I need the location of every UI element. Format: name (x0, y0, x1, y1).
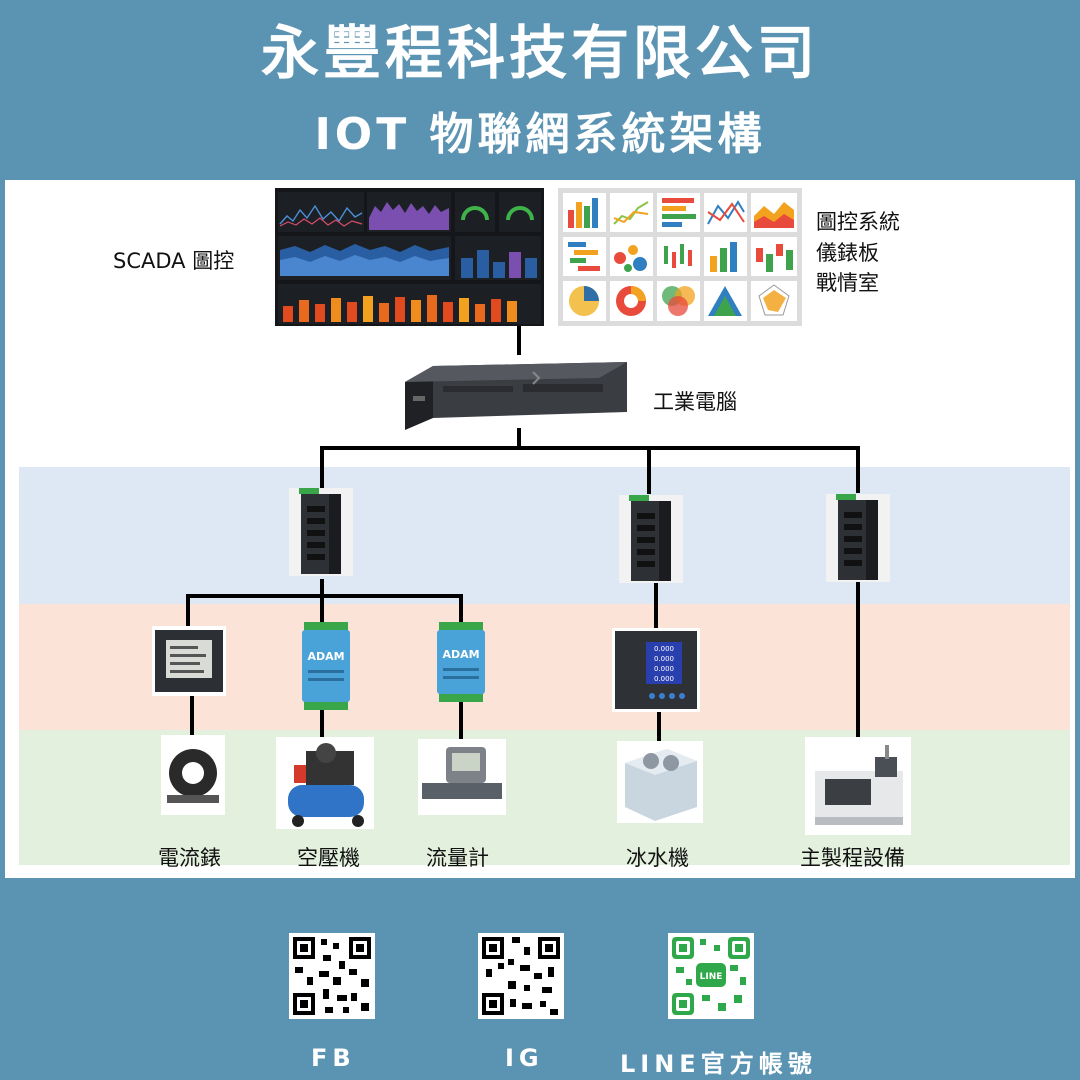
scada-dashboard-graphic (278, 192, 541, 324)
air-compressor-image (276, 737, 374, 829)
line-qr-code[interactable]: LINE (668, 933, 754, 1019)
chiller-image (617, 741, 703, 823)
meter-readout-2: 0.000 (654, 655, 674, 663)
bus-to-switch-3 (856, 446, 860, 493)
bus-to-switch-1 (320, 446, 324, 491)
flow-meter-image (418, 739, 506, 815)
network-switch-2 (619, 495, 683, 583)
label-flow-meter: 流量計 (426, 846, 489, 870)
label-air-compressor: 空壓機 (297, 846, 360, 870)
scada-label: SCADA 圖控 (113, 249, 235, 273)
line-qr-graphic: LINE (672, 937, 750, 1015)
meter-readout-4: 0.000 (654, 675, 674, 683)
ig-qr-graphic (482, 937, 560, 1015)
adam-2-to-flowmeter (459, 700, 463, 740)
meter-to-chiller (657, 711, 661, 741)
switch-3-graphic (836, 494, 878, 580)
meter-readout-1: 0.000 (654, 645, 674, 653)
bus-to-switch-2 (647, 446, 651, 494)
dashboard-label-1: 圖控系統 (816, 210, 900, 234)
adam-1-label: ADAM (307, 650, 344, 663)
dashboard-chart-grid (558, 188, 802, 326)
switch-2-to-meter (654, 582, 658, 628)
adam-1-to-compressor (320, 709, 324, 739)
branch-to-adam-1 (320, 594, 324, 622)
adam-module-2-graphic: ADAM (437, 622, 485, 702)
switch-1-down (320, 579, 324, 596)
branch-to-adam-2 (459, 594, 463, 622)
chart-grid-graphic (563, 193, 797, 321)
dashboard-label-2: 儀錶板 (816, 241, 879, 265)
switch-3-to-equipment (856, 582, 860, 738)
line-badge-text: LINE (700, 972, 723, 982)
network-layer-band (19, 467, 1070, 604)
switch-1-branch-line (186, 594, 463, 598)
adam-module-1-graphic: ADAM (302, 622, 350, 710)
power-meter-2-image: 0.000 0.000 0.000 0.000 (612, 628, 700, 712)
scada-dashboard-image (275, 188, 544, 326)
industrial-pc-image (403, 360, 629, 434)
ipc-down-line (517, 428, 521, 448)
meter-readout-3: 0.000 (654, 665, 674, 673)
label-chiller: 冰水機 (626, 846, 689, 870)
company-title: 永豐程科技有限公司 (260, 19, 819, 87)
adam-module-2: ADAM (435, 622, 487, 702)
dashboard-label-3: 戰情室 (816, 271, 879, 295)
adam-module-1: ADAM (300, 622, 352, 710)
flow-meter-graphic (422, 747, 502, 799)
industrial-pc-graphic (405, 362, 627, 430)
power-meter-1-image (152, 626, 226, 696)
line-label: LINE官方帳號 (620, 1050, 817, 1078)
ig-label: IG (505, 1044, 544, 1072)
fb-label: FB (311, 1044, 356, 1072)
ipc-label: 工業電腦 (653, 390, 737, 414)
label-main-equipment: 主製程設備 (800, 846, 905, 870)
network-switch-1 (289, 488, 353, 576)
label-current-meter: 電流錶 (158, 846, 221, 870)
branch-to-meter (186, 594, 190, 628)
network-bus-line (320, 446, 860, 450)
meter-to-ct (190, 695, 194, 735)
ig-qr-code[interactable] (478, 933, 564, 1019)
main-equipment-graphic (815, 745, 903, 825)
power-meter-1-graphic (155, 630, 223, 692)
scada-to-ipc-line (517, 325, 521, 355)
power-meter-2-graphic: 0.000 0.000 0.000 0.000 (615, 631, 697, 709)
fb-qr-code[interactable] (289, 933, 375, 1019)
adam-2-label: ADAM (442, 648, 479, 661)
diagram-subtitle: IOT 物聯網系統架構 (314, 109, 766, 160)
main-process-equipment-image (805, 737, 911, 835)
fb-qr-graphic (293, 937, 371, 1015)
network-switch-3 (826, 494, 890, 582)
air-compressor-graphic (288, 743, 364, 827)
switch-2-graphic (629, 495, 671, 581)
chiller-graphic (625, 749, 697, 821)
current-transformer-image (161, 735, 225, 815)
switch-1-graphic (299, 488, 341, 574)
current-transformer-graphic (167, 749, 219, 803)
